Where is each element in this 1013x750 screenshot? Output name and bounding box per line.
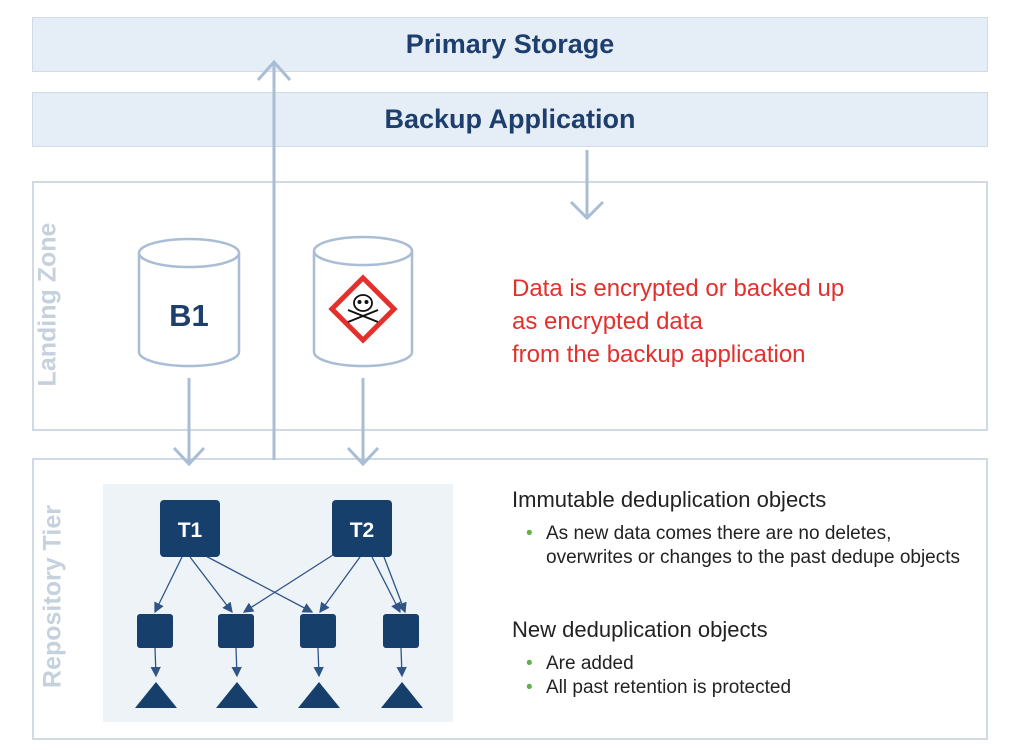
tier-node-t1-label: T1: [178, 519, 203, 542]
b1-to-t1-arrow: [172, 378, 206, 467]
immutable-heading: Immutable deduplication objects: [512, 487, 827, 512]
encrypted-to-t2-arrow: [346, 378, 380, 467]
bullet-dot-icon: •: [526, 677, 533, 698]
tier-node-t1: [160, 500, 220, 557]
backup-application-band: Backup Application: [32, 92, 988, 147]
dedupe-leaf-triangle: [135, 682, 177, 708]
encryption-notice: Data is encrypted or backed up as encryp…: [512, 272, 952, 371]
primary-storage-band: Primary Storage: [32, 17, 988, 72]
dedupe-object-square: [383, 614, 419, 648]
immutable-bullets: •As new data comes there are no deletes,…: [512, 522, 972, 570]
notice-line: as encrypted data: [512, 308, 703, 335]
new-objects-block: New deduplication objects •Are added •Al…: [512, 616, 972, 700]
bullet-dot-icon: •: [526, 653, 533, 674]
dedupe-leaf-triangle: [298, 682, 340, 708]
bullet-item: •As new data comes there are no deletes,…: [526, 523, 961, 568]
tier-node-t2: [332, 500, 392, 557]
dedupe-object-square: [137, 614, 173, 648]
tree-connectors: [150, 552, 407, 678]
bullet-item: •Are added: [526, 653, 634, 674]
restore-arrow-up: [256, 59, 292, 460]
tier-node-t2-label: T2: [350, 519, 375, 542]
bullet-item: •All past retention is protected: [526, 677, 792, 698]
primary-storage-title: Primary Storage: [405, 29, 615, 59]
disk-b1-label: B1: [169, 298, 209, 333]
notice-line: from the backup application: [512, 341, 806, 368]
dedupe-leaf-triangle: [216, 682, 258, 708]
new-objects-heading: New deduplication objects: [512, 617, 768, 642]
backup-application-title: Backup Application: [384, 104, 636, 134]
notice-line: Data is encrypted or backed up: [512, 275, 845, 302]
dedupe-leaf-triangle: [381, 682, 423, 708]
skull-crossbones-hazard-icon: [328, 274, 398, 344]
backup-arrow-down: [569, 150, 605, 221]
new-objects-bullets: •Are added •All past retention is protec…: [512, 652, 972, 700]
dedupe-object-square: [300, 614, 336, 648]
dedupe-object-square: [218, 614, 254, 648]
disk-b1-icon: [137, 237, 241, 368]
immutable-objects-block: Immutable deduplication objects •As new …: [512, 486, 972, 570]
bullet-dot-icon: •: [526, 523, 533, 544]
